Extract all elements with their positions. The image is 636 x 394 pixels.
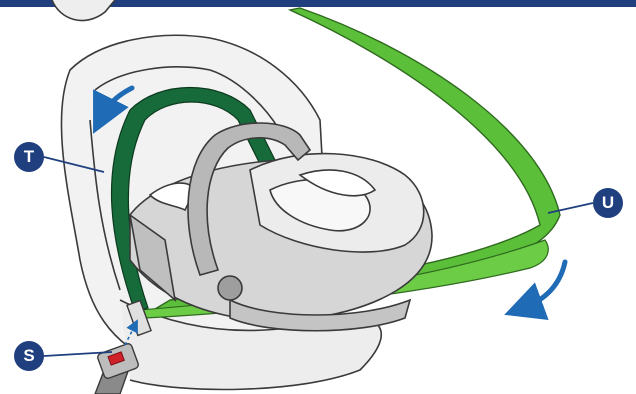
- callout-t: T: [14, 142, 44, 172]
- handle-pivot: [218, 276, 242, 300]
- callout-u: U: [593, 188, 623, 218]
- callout-s: S: [14, 341, 44, 371]
- arrow-right-bottom: [523, 262, 565, 308]
